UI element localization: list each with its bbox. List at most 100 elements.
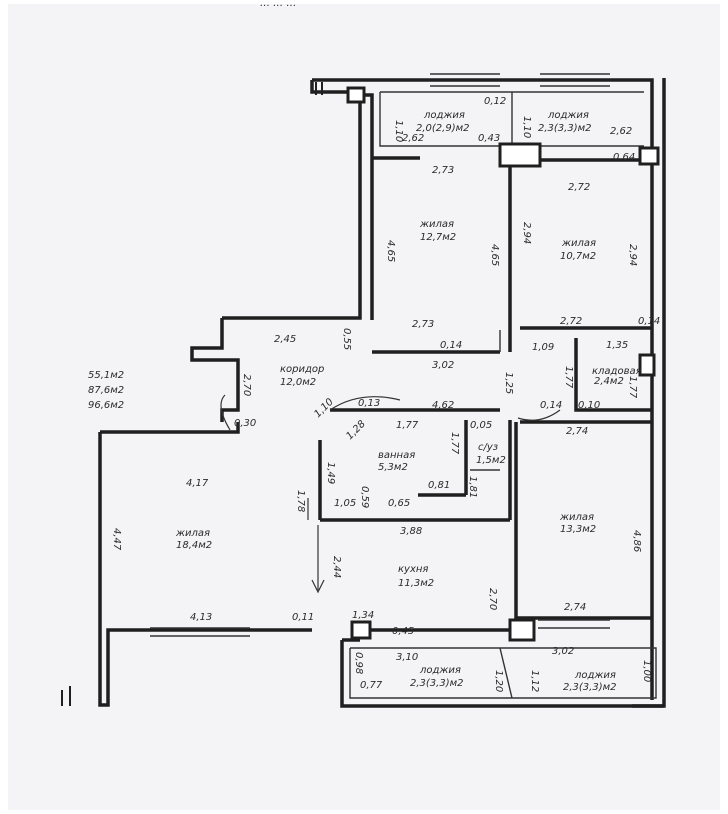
wc-area: 1,5м2 [476, 455, 506, 466]
section-markers [61, 82, 323, 706]
dim-0-55: 0,55 [341, 328, 352, 350]
dim-1-09: 1,09 [532, 342, 554, 353]
living1-name: жилая [419, 219, 454, 230]
dim-1-34: 1,34 [352, 610, 374, 621]
dim-0-45: 0,45 [392, 626, 414, 637]
section-marker-top [315, 82, 323, 95]
plan-sheet [8, 4, 720, 810]
dim-2-94-b: 2,94 [627, 244, 638, 266]
dim-4-17: 4,17 [186, 478, 209, 489]
door-arc-bath [329, 396, 401, 411]
dim-1-00: 1,00 [641, 660, 652, 682]
thin-lines [150, 73, 657, 699]
living1-area: 12,7м2 [420, 232, 456, 243]
pillar-bottom-left [350, 620, 372, 640]
dim-1-35: 1,35 [606, 340, 628, 351]
dim-1-20: 1,20 [493, 670, 504, 692]
dim-3-02-b: 3,02 [552, 646, 574, 657]
dim-0-14-b: 0,14 [638, 316, 660, 327]
dim-2-73-a: 2,73 [432, 165, 454, 176]
dim-0-13: 0,13 [358, 398, 380, 409]
dim-0-05: 0,05 [470, 420, 492, 431]
section-marker-bottom [61, 686, 71, 706]
living3-name: жилая [175, 528, 210, 539]
dim-0-11: 0,11 [292, 612, 314, 623]
dim-4-13: 4,13 [190, 612, 212, 623]
bathroom-area: 5,3м2 [378, 462, 408, 473]
dim-2-94-a: 2,94 [521, 222, 532, 244]
corridor-name: коридор [280, 364, 324, 375]
dim-1-77-d: 1,77 [449, 432, 460, 455]
pillars [346, 86, 660, 642]
loggia-bottom-divider [499, 647, 513, 699]
dim-1-77-c: 1,77 [396, 420, 419, 431]
dim-3-10: 3,10 [396, 652, 418, 663]
door-arc-corridor [220, 394, 231, 431]
dim-1-12: 1,12 [529, 670, 540, 692]
arrow-kitchen-down [311, 525, 325, 594]
wall-upper-left-post [310, 80, 360, 94]
dim-2-72-b: 2,72 [560, 316, 582, 327]
dim-2-73-b: 2,73 [412, 319, 434, 330]
living4-area: 13,3м2 [560, 524, 596, 535]
dim-1-77-a: 1,77 [563, 366, 574, 389]
dim-2-72-a: 2,72 [568, 182, 590, 193]
totals-total: 87,6м2 [88, 385, 124, 396]
window-top-2 [540, 73, 610, 87]
kitchen-name: кухня [398, 564, 428, 575]
totals-with-loggias: 96,6м2 [88, 400, 124, 411]
dim-2-70-b: 2,70 [487, 588, 498, 610]
living2-name: жилая [561, 238, 596, 249]
wall-pantry [574, 338, 652, 412]
totals-living: 55,1м2 [88, 370, 124, 381]
dim-1-05: 1,05 [334, 498, 356, 509]
dim-2-70-a: 2,70 [241, 374, 252, 396]
loggia-top-left-area: 2,0(2,9)м2 [416, 123, 470, 134]
pillar-top-left [346, 86, 366, 104]
dim-1-49: 1,49 [325, 462, 336, 484]
dim-2-62-a: 2,62 [402, 133, 424, 144]
dim-4-47: 4,47 [111, 528, 122, 551]
wall-loggia-bottom [340, 640, 664, 708]
dim-0-59: 0,59 [359, 486, 370, 508]
dim-2-44: 2,44 [331, 556, 342, 578]
loggia-bottom-left-area: 2,3(3,3)м2 [410, 678, 464, 689]
loggia-bottom-right-name: лоджия [574, 670, 616, 681]
dim-0-14-c: 0,14 [540, 400, 562, 411]
dim-0-10: 0,10 [578, 400, 600, 411]
window-bottom-1 [150, 627, 250, 637]
dim-4-86: 4,86 [631, 530, 642, 552]
wall-corridor-left [190, 318, 240, 422]
pantry-name: кладовая [592, 366, 642, 377]
dim-0-65: 0,65 [388, 498, 410, 509]
loggia-bottom-left-name: лоджия [419, 665, 461, 676]
wall-left-top [100, 422, 240, 434]
dim-0-12: 0,12 [484, 96, 506, 107]
pantry-area: 2,4м2 [594, 376, 624, 387]
loggia-bottom-right-area: 2,3(3,3)м2 [563, 682, 617, 693]
dim-1-25: 1,25 [503, 372, 514, 394]
walls [98, 78, 666, 708]
dim-2-74-b: 2,74 [564, 602, 586, 613]
wall-upper-frame [312, 78, 654, 700]
dim-4-62: 4,62 [432, 400, 454, 411]
dim-2-45: 2,45 [274, 334, 296, 345]
window-bottom-2 [538, 619, 610, 629]
loggia-top-right-name: лоджия [547, 110, 589, 121]
corridor-area: 12,0м2 [280, 377, 316, 388]
dim-4-65-a: 4,65 [385, 240, 396, 262]
door-arc-living4 [517, 409, 561, 421]
window-top-1 [430, 73, 500, 87]
kitchen-area: 11,3м2 [398, 578, 434, 589]
loggia-bottom-inner-frame [349, 647, 657, 699]
dim-1-77-b: 1,77 [627, 376, 638, 399]
dim-0-64: 0,64 [613, 152, 635, 163]
dim-0-77: 0,77 [360, 680, 383, 691]
loggia-top-right-area: 2,3(3,3)м2 [538, 123, 592, 134]
dim-1-10-a: 1,10 [393, 120, 404, 142]
dim-0-81: 0,81 [428, 480, 450, 491]
wall-left-wing [98, 432, 140, 707]
dim-1-81: 1,81 [467, 476, 478, 498]
doors [220, 394, 561, 594]
